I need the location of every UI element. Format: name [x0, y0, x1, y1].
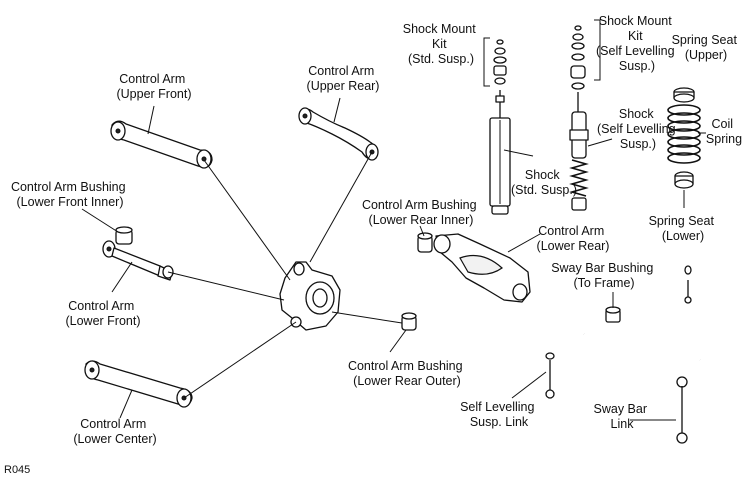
spring-seat-upper-part [673, 87, 695, 103]
shock-mount-kit-std-part [483, 37, 507, 87]
leader-lines [81, 97, 706, 421]
shock-self-part [569, 92, 589, 211]
label-shock-mount-kit-std: Shock Mount Kit (Std. Susp.) [403, 22, 479, 66]
label-control-arm-bushing-lower-rear-outer: Control Arm Bushing (Lower Rear Outer) [348, 359, 466, 388]
label-shock-std: Shock (Std. Susp.) [511, 168, 577, 197]
label-sway-bar-link: Sway Bar Link [594, 402, 651, 431]
shock-mount-kit-self-part [570, 19, 601, 90]
label-control-arm-lower-center: Control Arm (Lower Center) [73, 417, 156, 446]
control-arm-lower-front-part [102, 240, 174, 281]
control-arm-bushing-lower-front-inner-part [115, 226, 133, 245]
label-control-arm-upper-front: Control Arm (Upper Front) [116, 72, 191, 101]
label-control-arm-lower-rear: Control Arm (Lower Rear) [537, 224, 610, 253]
label-control-arm-bushing-lower-front-inner: Control Arm Bushing (Lower Front Inner) [11, 180, 129, 209]
control-arm-upper-rear-part [298, 107, 379, 161]
self-levelling-link-part [545, 352, 555, 399]
sway-bar-link-part [676, 376, 688, 444]
label-control-arm-bushing-lower-rear-inner: Control Arm Bushing (Lower Rear Inner) [362, 198, 480, 227]
label-control-arm-upper-rear: Control Arm (Upper Rear) [307, 64, 380, 93]
spring-seat-lower-part [674, 171, 694, 189]
label-sway-bar-bushing: Sway Bar Bushing (To Frame) [551, 261, 657, 290]
control-arm-lower-rear-part [433, 233, 531, 303]
label-coil-spring: Coil Spring [706, 117, 742, 146]
control-arm-upper-front-part [110, 120, 213, 169]
control-arm-bushing-lower-rear-outer-part [401, 312, 417, 331]
label-spring-seat-lower: Spring Seat (Lower) [649, 214, 718, 243]
shock-std-part [489, 90, 511, 215]
label-shock-self: Shock (Self Levelling Susp.) [597, 107, 679, 151]
knuckle-hub-part [279, 261, 341, 331]
label-control-arm-lower-front: Control Arm (Lower Front) [65, 299, 140, 328]
label-spring-seat-upper: Spring Seat (Upper) [672, 33, 741, 62]
label-self-levelling-link: Self Levelling Susp. Link [460, 400, 538, 429]
control-arm-lower-center-part [84, 360, 193, 408]
diagram-id: R045 [4, 464, 30, 476]
control-arm-bushing-lower-rear-inner-part [417, 232, 433, 253]
sway-bar-bushing-part [605, 306, 621, 323]
label-shock-mount-kit-self: Shock Mount Kit (Self Levelling Susp.) [596, 14, 678, 73]
coil-spring-part [667, 104, 701, 164]
sway-bar-part [583, 265, 702, 362]
